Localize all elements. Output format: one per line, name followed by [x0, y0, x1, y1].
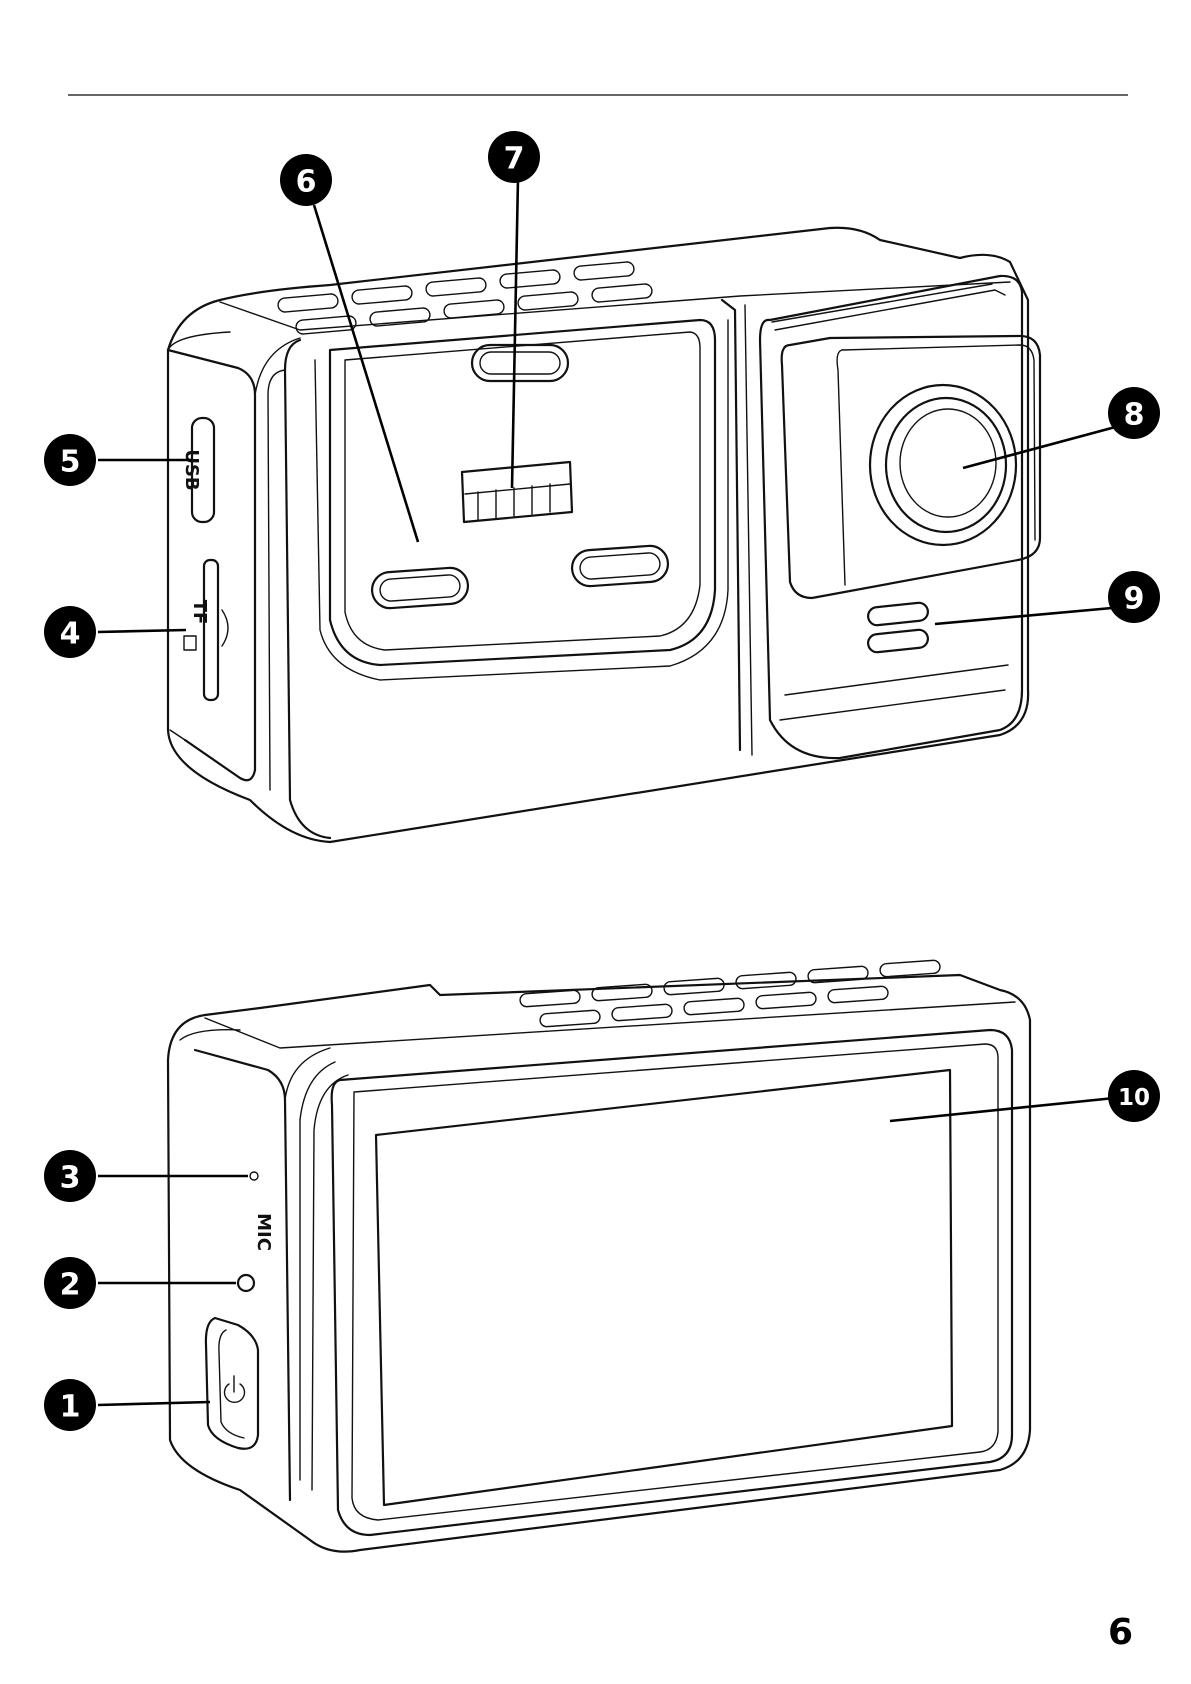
svg-text:1: 1 — [60, 1390, 81, 1425]
tf-slot-notch — [222, 610, 228, 646]
callout-badge-7: 7 — [488, 131, 540, 183]
mount-slot-right-inner — [579, 552, 660, 580]
tf-engraving: TF — [189, 600, 210, 625]
mount-slot-right — [571, 545, 669, 588]
svg-text:7: 7 — [504, 142, 525, 177]
page-number: 6 — [1108, 1612, 1133, 1653]
callout-badge-8: 8 — [1108, 387, 1160, 439]
leader-line-7 — [512, 178, 518, 488]
svg-text:8: 8 — [1124, 398, 1145, 433]
mount-slot-top-inner — [480, 352, 560, 374]
back-top-edge — [205, 1002, 1015, 1048]
svg-text:4: 4 — [60, 617, 81, 652]
pin-connector — [462, 462, 572, 522]
camera-front-view: USB TF — [168, 228, 1040, 842]
mount-slot-left — [371, 567, 469, 610]
mount-slot-top — [472, 345, 568, 381]
front-body-outline — [168, 228, 1028, 842]
front-face-inner-edge — [268, 370, 285, 790]
lens-middle-ring — [886, 398, 1006, 532]
top-face-edge — [220, 282, 1010, 330]
svg-text:5: 5 — [60, 445, 81, 480]
callout-badge-9: 9 — [1108, 571, 1160, 623]
lens-block — [782, 336, 1040, 598]
usb-engraving: USB — [181, 449, 202, 490]
mount-slot-left-inner — [379, 574, 460, 602]
callout-badge-4: 4 — [44, 606, 96, 658]
housing-top-ridge-2 — [772, 284, 992, 322]
callout-badge-5: 5 — [44, 434, 96, 486]
front-inset-plate — [330, 320, 715, 665]
section-divider-inner — [745, 305, 752, 755]
housing-lower-line — [780, 690, 1005, 720]
section-divider — [722, 300, 740, 750]
svg-text:3: 3 — [60, 1161, 81, 1196]
leader-line-1 — [98, 1402, 210, 1405]
mic-hole — [250, 1172, 258, 1180]
top-vents-back — [520, 960, 941, 1027]
side-bevel — [255, 338, 300, 395]
callout-badge-3: 3 — [44, 1150, 96, 1202]
speaker-slot-1 — [867, 602, 929, 626]
lens-block-inner-left — [837, 350, 845, 585]
housing-lower-line-2 — [785, 665, 1008, 695]
inset-inner-rim — [345, 332, 700, 650]
svg-text:6: 6 — [296, 165, 317, 200]
side-base — [170, 730, 185, 740]
leader-line-4 — [98, 630, 186, 632]
back-body-outline — [168, 975, 1030, 1552]
back-frame-edge-1 — [300, 1062, 335, 1480]
leader-line-9 — [935, 606, 1134, 624]
back-side-bevel — [285, 1048, 330, 1100]
front-face-frame — [285, 340, 330, 838]
lcd-display — [376, 1070, 952, 1505]
callout-badge-10: 10 — [1108, 1070, 1160, 1122]
svg-text:10: 10 — [1118, 1085, 1150, 1111]
svg-text:2: 2 — [60, 1268, 81, 1303]
top-left-bevel — [168, 332, 230, 350]
mic-engraving: MIC — [253, 1213, 274, 1251]
tf-card-icon — [184, 636, 196, 650]
back-frame-edge-2 — [312, 1075, 348, 1490]
tf-card-slot — [204, 560, 218, 700]
lens-block-inner — [842, 345, 1035, 540]
speaker-slot-2 — [867, 629, 929, 653]
leader-line-8 — [963, 422, 1134, 468]
power-button — [206, 1318, 258, 1449]
callout-badge-6: 6 — [280, 154, 332, 206]
back-top-bevel — [180, 1030, 240, 1040]
left-side-panel — [168, 350, 255, 780]
status-indicator-light — [238, 1275, 254, 1291]
callout-badge-2: 2 — [44, 1257, 96, 1309]
svg-text:9: 9 — [1124, 582, 1145, 617]
callout-badge-1: 1 — [44, 1379, 96, 1431]
camera-back-view: MIC — [168, 960, 1030, 1552]
screen-bezel-inner — [352, 1044, 998, 1520]
